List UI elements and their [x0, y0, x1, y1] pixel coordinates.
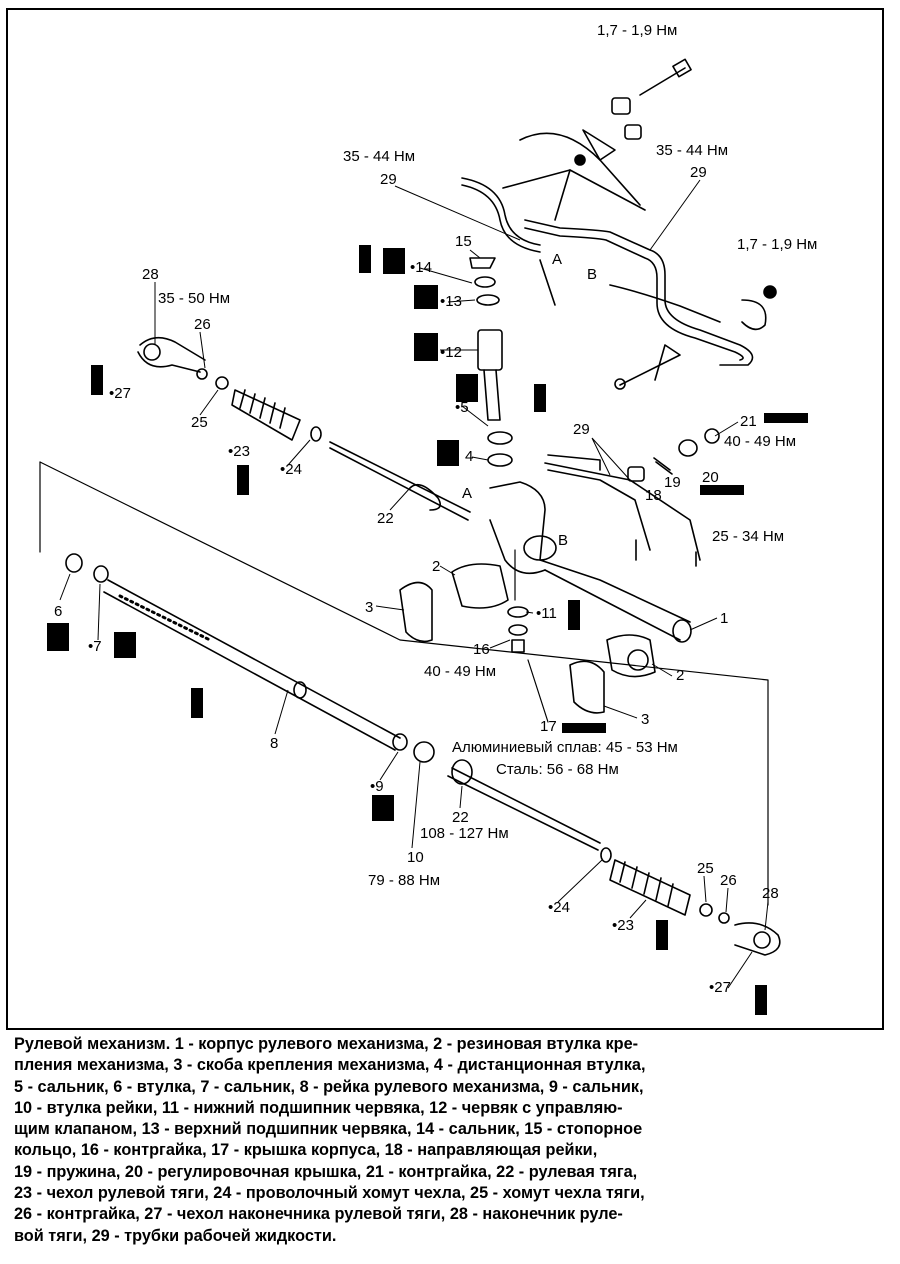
torque-label: 1,7 - 1,9 Нм [597, 22, 677, 39]
torque-label: Сталь: 56 - 68 Нм [496, 761, 619, 778]
caption-line: Рулевой механизм. 1 - корпус рулевого ме… [14, 1035, 639, 1053]
caption-line: 26 - контргайка, 27 - чехол наконечника … [14, 1205, 623, 1224]
torque-label: 40 - 49 Нм [724, 433, 796, 450]
part-label: 21 [740, 413, 757, 430]
part-label: A [552, 251, 562, 268]
tie-rod-left [329, 441, 471, 521]
part-label: •11 [536, 605, 557, 622]
tie-rod-end-right [734, 922, 781, 956]
boot-left [231, 389, 322, 442]
caption-line: щим клапаном, 13 - верхний подшипник чер… [14, 1120, 643, 1139]
part-label: B [558, 532, 568, 549]
part-label: •14 [410, 259, 432, 276]
part-label: 4 [465, 448, 473, 465]
part-label: 29 [573, 421, 590, 438]
part-label: •12 [440, 344, 462, 361]
rack-guide-parts [627, 428, 720, 567]
part-label: •23 [612, 917, 634, 934]
part-label: •27 [709, 979, 731, 996]
part-label: 10 [407, 849, 424, 866]
lower-worm-bearing [507, 606, 529, 653]
pipe-clamp-top [574, 58, 692, 166]
part-label: •9 [370, 778, 384, 795]
part-label: 28 [762, 885, 779, 902]
tie-rod-end-left [137, 336, 229, 390]
tie-rod-right [447, 759, 612, 863]
worm-valve-assembly [469, 257, 513, 467]
caption-line: вой тяги, 29 - трубки рабочей жидкости. [14, 1226, 337, 1245]
part-label: 28 [142, 266, 159, 283]
caption-line: 10 - втулка рейки, 11 - нижний подшипник… [14, 1098, 623, 1117]
part-label: B [587, 266, 597, 283]
part-label: 29 [380, 171, 397, 188]
part-label: 25 [697, 860, 714, 877]
part-label: 15 [455, 233, 472, 250]
torque-label: 40 - 49 Нм [424, 663, 496, 680]
part-label: 2 [676, 667, 684, 684]
part-label: 19 [664, 474, 681, 491]
figure-caption: Рулевой механизм. 1 - корпус рулевого ме… [14, 1034, 884, 1247]
part-label: 6 [54, 603, 62, 620]
part-label: 26 [720, 872, 737, 889]
part-label: 25 [191, 414, 208, 431]
caption-line: 5 - сальник, 6 - втулка, 7 - сальник, 8 … [14, 1077, 644, 1096]
caption-line: 23 - чехол рулевой тяги, 24 - проволочны… [14, 1184, 645, 1203]
caption-line: кольцо, 16 - контргайка, 17 - крышка кор… [14, 1141, 598, 1160]
rack-housing [489, 454, 701, 643]
part-label: 3 [641, 711, 649, 728]
torque-label: Алюминиевый сплав: 45 - 53 Нм [452, 739, 678, 756]
assembly-lines [39, 461, 769, 906]
boot-right [609, 859, 730, 924]
torque-label: 35 - 44 Нм [656, 142, 728, 159]
pipe-clamp-right [614, 285, 777, 390]
torque-label: 35 - 50 Нм [158, 290, 230, 307]
steering-exploded-diagram: 1,7 - 1,9 Нм 35 - 44 Нм 35 - 44 Нм 1,7 -… [39, 22, 817, 1015]
torque-label: 79 - 88 Нм [368, 872, 440, 889]
part-label: •5 [455, 399, 469, 416]
part-label: 22 [377, 510, 394, 527]
torque-label: 35 - 44 Нм [343, 148, 415, 165]
part-label: 29 [690, 164, 707, 181]
leader-lines [59, 179, 769, 989]
part-label: •24 [548, 899, 570, 916]
caption-line: 19 - пружина, 20 - регулировочная крышка… [14, 1162, 638, 1181]
part-label: 20 [702, 469, 719, 486]
part-label: 16 [473, 641, 490, 658]
part-label: 17 [540, 718, 557, 735]
torque-label: 25 - 34 Нм [712, 528, 784, 545]
torque-labels: 1,7 - 1,9 Нм 35 - 44 Нм 35 - 44 Нм 1,7 -… [158, 22, 817, 889]
mount-bushing-upper [399, 563, 656, 714]
part-label: •24 [280, 461, 302, 478]
part-label: •27 [109, 385, 131, 402]
fluid-pipes-upper [461, 132, 754, 366]
part-label: 2 [432, 558, 440, 575]
caption-line: пления механизма, 3 - скоба крепления ме… [14, 1056, 646, 1075]
torque-label: 108 - 127 Нм [420, 825, 509, 842]
part-label: 8 [270, 735, 278, 752]
rack-bushings-right [392, 733, 435, 763]
part-label: •7 [88, 638, 102, 655]
part-label: 3 [365, 599, 373, 616]
part-label: A [462, 485, 472, 502]
sealant-tubes [47, 245, 808, 1015]
part-label: 22 [452, 809, 469, 826]
rack-bushings-left [65, 553, 109, 583]
part-label: 26 [194, 316, 211, 333]
diagram-frame [6, 8, 884, 1030]
part-labels: 29 29 29 A B A B 28 26 •27 25 •23 •24 15… [54, 164, 779, 996]
steering-rack [103, 579, 401, 751]
part-label: 18 [645, 487, 662, 504]
part-label: •23 [228, 443, 250, 460]
part-label: 1 [720, 610, 728, 627]
torque-label: 1,7 - 1,9 Нм [737, 236, 817, 253]
